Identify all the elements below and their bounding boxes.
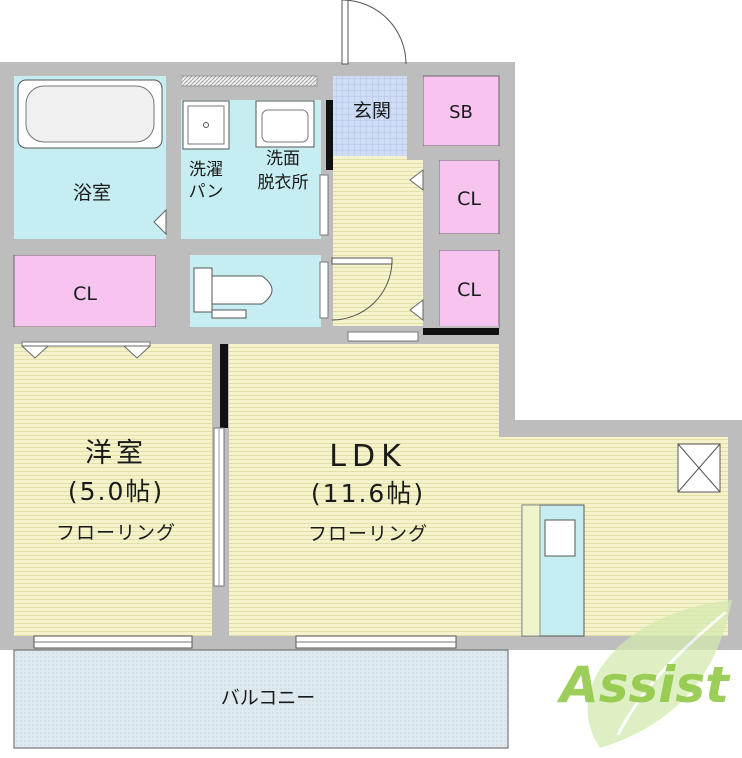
wall-j (423, 160, 439, 328)
wall-b (14, 239, 333, 255)
label-closet-west: CL (73, 283, 97, 305)
black-wall-3 (220, 344, 228, 428)
label-washroom-1: 洗面 (266, 149, 300, 169)
label-western-size: (5.0帖) (68, 477, 164, 506)
toilet-tank (193, 267, 213, 313)
hallway (333, 156, 423, 326)
closet-door-triangles (20, 345, 152, 359)
toilet-paper (211, 309, 247, 319)
entrance-floor (333, 76, 407, 156)
label-balcony: バルコニー (221, 687, 316, 709)
entry-door-arc (341, 0, 407, 65)
hatched-shelf (180, 75, 318, 87)
ldk-room (229, 344, 728, 636)
label-western-floor: フローリング (56, 522, 176, 544)
western-room (14, 344, 212, 636)
toilet-bowl (211, 275, 273, 305)
wash-basin-bowl (261, 109, 309, 143)
ceiling-void-cross (677, 443, 721, 493)
wall-i (423, 234, 499, 250)
sink (544, 519, 576, 557)
washing-pan-drain (203, 122, 209, 128)
wall-h (423, 146, 499, 160)
bathtub-inner (25, 85, 155, 143)
label-washroom-2: 脱衣所 (258, 173, 309, 193)
hall-door-arc (331, 261, 393, 321)
balcony (13, 649, 509, 749)
logo-text: Assist (556, 656, 731, 714)
entry-door-leaf (341, 0, 349, 65)
sliding-door-toilet (319, 261, 329, 319)
label-closet-upper: CL (457, 188, 481, 210)
label-laundry-1: 洗濯 (189, 160, 223, 180)
hall-door-leaf (331, 257, 393, 265)
closet-door-marks (21, 341, 151, 347)
assist-logo (587, 600, 732, 748)
label-ldk-floor: フローリング (308, 523, 428, 545)
label-shoe-box: SB (449, 102, 473, 123)
label-closet-lower: CL (457, 279, 481, 301)
washing-pan-inner (187, 105, 225, 145)
washing-machine-pan (182, 100, 230, 150)
hall-door-track (347, 331, 419, 342)
counter-strip (521, 504, 541, 637)
wall-c (156, 255, 190, 327)
wall-d (14, 327, 333, 344)
label-ldk-size: (11.6帖) (311, 479, 425, 508)
hall-closet-triangles (153, 168, 424, 322)
wall-a (166, 76, 181, 239)
label-laundry-2: パン (189, 182, 224, 202)
label-bath: 浴室 (73, 182, 111, 204)
label-entrance: 玄関 (353, 100, 391, 122)
closet-lower (438, 249, 500, 329)
wall-g (407, 62, 423, 160)
black-wall-2 (423, 328, 499, 335)
label-ldk-name: LDK (329, 439, 407, 474)
sliding-door-wash (319, 174, 329, 236)
label-western-name: 洋室 (85, 438, 147, 469)
black-wall-1 (326, 100, 333, 170)
closet-west (13, 254, 157, 328)
